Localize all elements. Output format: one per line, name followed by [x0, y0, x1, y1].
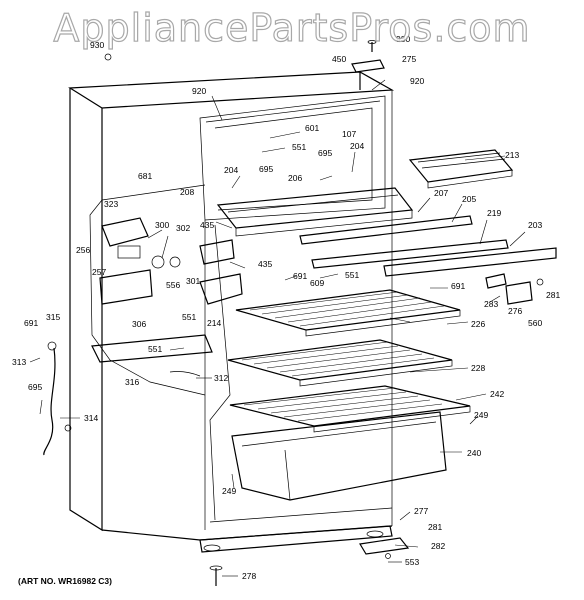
part-label: 249	[222, 486, 236, 496]
part-label: 553	[405, 557, 419, 567]
part-label: 601	[305, 123, 319, 133]
part-labels: 930 450 920 920 275 930 601 551 107 695 …	[12, 34, 560, 586]
part-label: 609	[310, 278, 324, 288]
part-label: 302	[176, 223, 190, 233]
part-label: 551	[148, 344, 162, 354]
part-label: 214	[207, 318, 221, 328]
part-label: 226	[471, 319, 485, 329]
part-label: 556	[166, 280, 180, 290]
glass-shelf-228	[227, 339, 453, 387]
part-label: 281	[546, 290, 560, 300]
part-label: 312	[214, 373, 228, 383]
part-label: 691	[24, 318, 38, 328]
part-label: 213	[505, 150, 519, 160]
part-label: 695	[28, 382, 42, 392]
part-label: 203	[528, 220, 542, 230]
ice-tray	[408, 149, 514, 189]
part-label: 930	[90, 40, 104, 50]
crisper-drawer	[231, 411, 447, 501]
part-label: 301	[186, 276, 200, 286]
control-housing	[91, 217, 243, 377]
shelf-rails	[299, 215, 557, 277]
part-label: 435	[200, 220, 214, 230]
part-label: 435	[258, 259, 272, 269]
part-label: 920	[410, 76, 424, 86]
freezer-shelf	[216, 187, 414, 237]
part-label: 257	[92, 267, 106, 277]
part-label: 314	[84, 413, 98, 423]
part-label: 219	[487, 208, 501, 218]
part-label: 691	[293, 271, 307, 281]
control-area	[89, 184, 206, 396]
part-label: 107	[342, 129, 356, 139]
part-label: 242	[490, 389, 504, 399]
part-label: 313	[12, 357, 26, 367]
part-label: 323	[104, 199, 118, 209]
part-label: 278	[242, 571, 256, 581]
part-label: 551	[182, 312, 196, 322]
part-label: 681	[138, 171, 152, 181]
part-label: 300	[155, 220, 169, 230]
part-label: 204	[224, 165, 238, 175]
part-label: 281	[428, 522, 442, 532]
art-number: (ART NO. WR16982 C3)	[18, 576, 112, 586]
part-label: 920	[192, 86, 206, 96]
leader-lines	[29, 79, 526, 577]
part-label: 551	[292, 142, 306, 152]
part-label: 228	[471, 363, 485, 373]
part-label: 208	[180, 187, 194, 197]
part-label: 249	[474, 410, 488, 420]
part-label: 695	[259, 164, 273, 174]
part-label: 315	[46, 312, 60, 322]
part-label: 551	[345, 270, 359, 280]
part-label: 275	[402, 54, 416, 64]
part-label: 277	[414, 506, 428, 516]
part-label: 283	[484, 299, 498, 309]
drain-tube	[43, 341, 72, 456]
part-label: 695	[318, 148, 332, 158]
glass-shelf-242	[229, 385, 471, 433]
part-label: 276	[508, 306, 522, 316]
part-label: 450	[332, 54, 346, 64]
part-label: 240	[467, 448, 481, 458]
part-label: 560	[528, 318, 542, 328]
part-label: 206	[288, 173, 302, 183]
part-label: 282	[431, 541, 445, 551]
part-label: 930	[396, 34, 410, 44]
cabinet-shell	[68, 71, 395, 553]
glass-shelf-226	[235, 289, 461, 337]
part-label: 306	[132, 319, 146, 329]
part-label: 316	[125, 377, 139, 387]
part-label: 207	[434, 188, 448, 198]
part-label: 205	[462, 194, 476, 204]
part-label: 256	[76, 245, 90, 255]
hinge-parts	[104, 40, 544, 586]
part-label: 204	[350, 141, 364, 151]
part-label: 691	[451, 281, 465, 291]
